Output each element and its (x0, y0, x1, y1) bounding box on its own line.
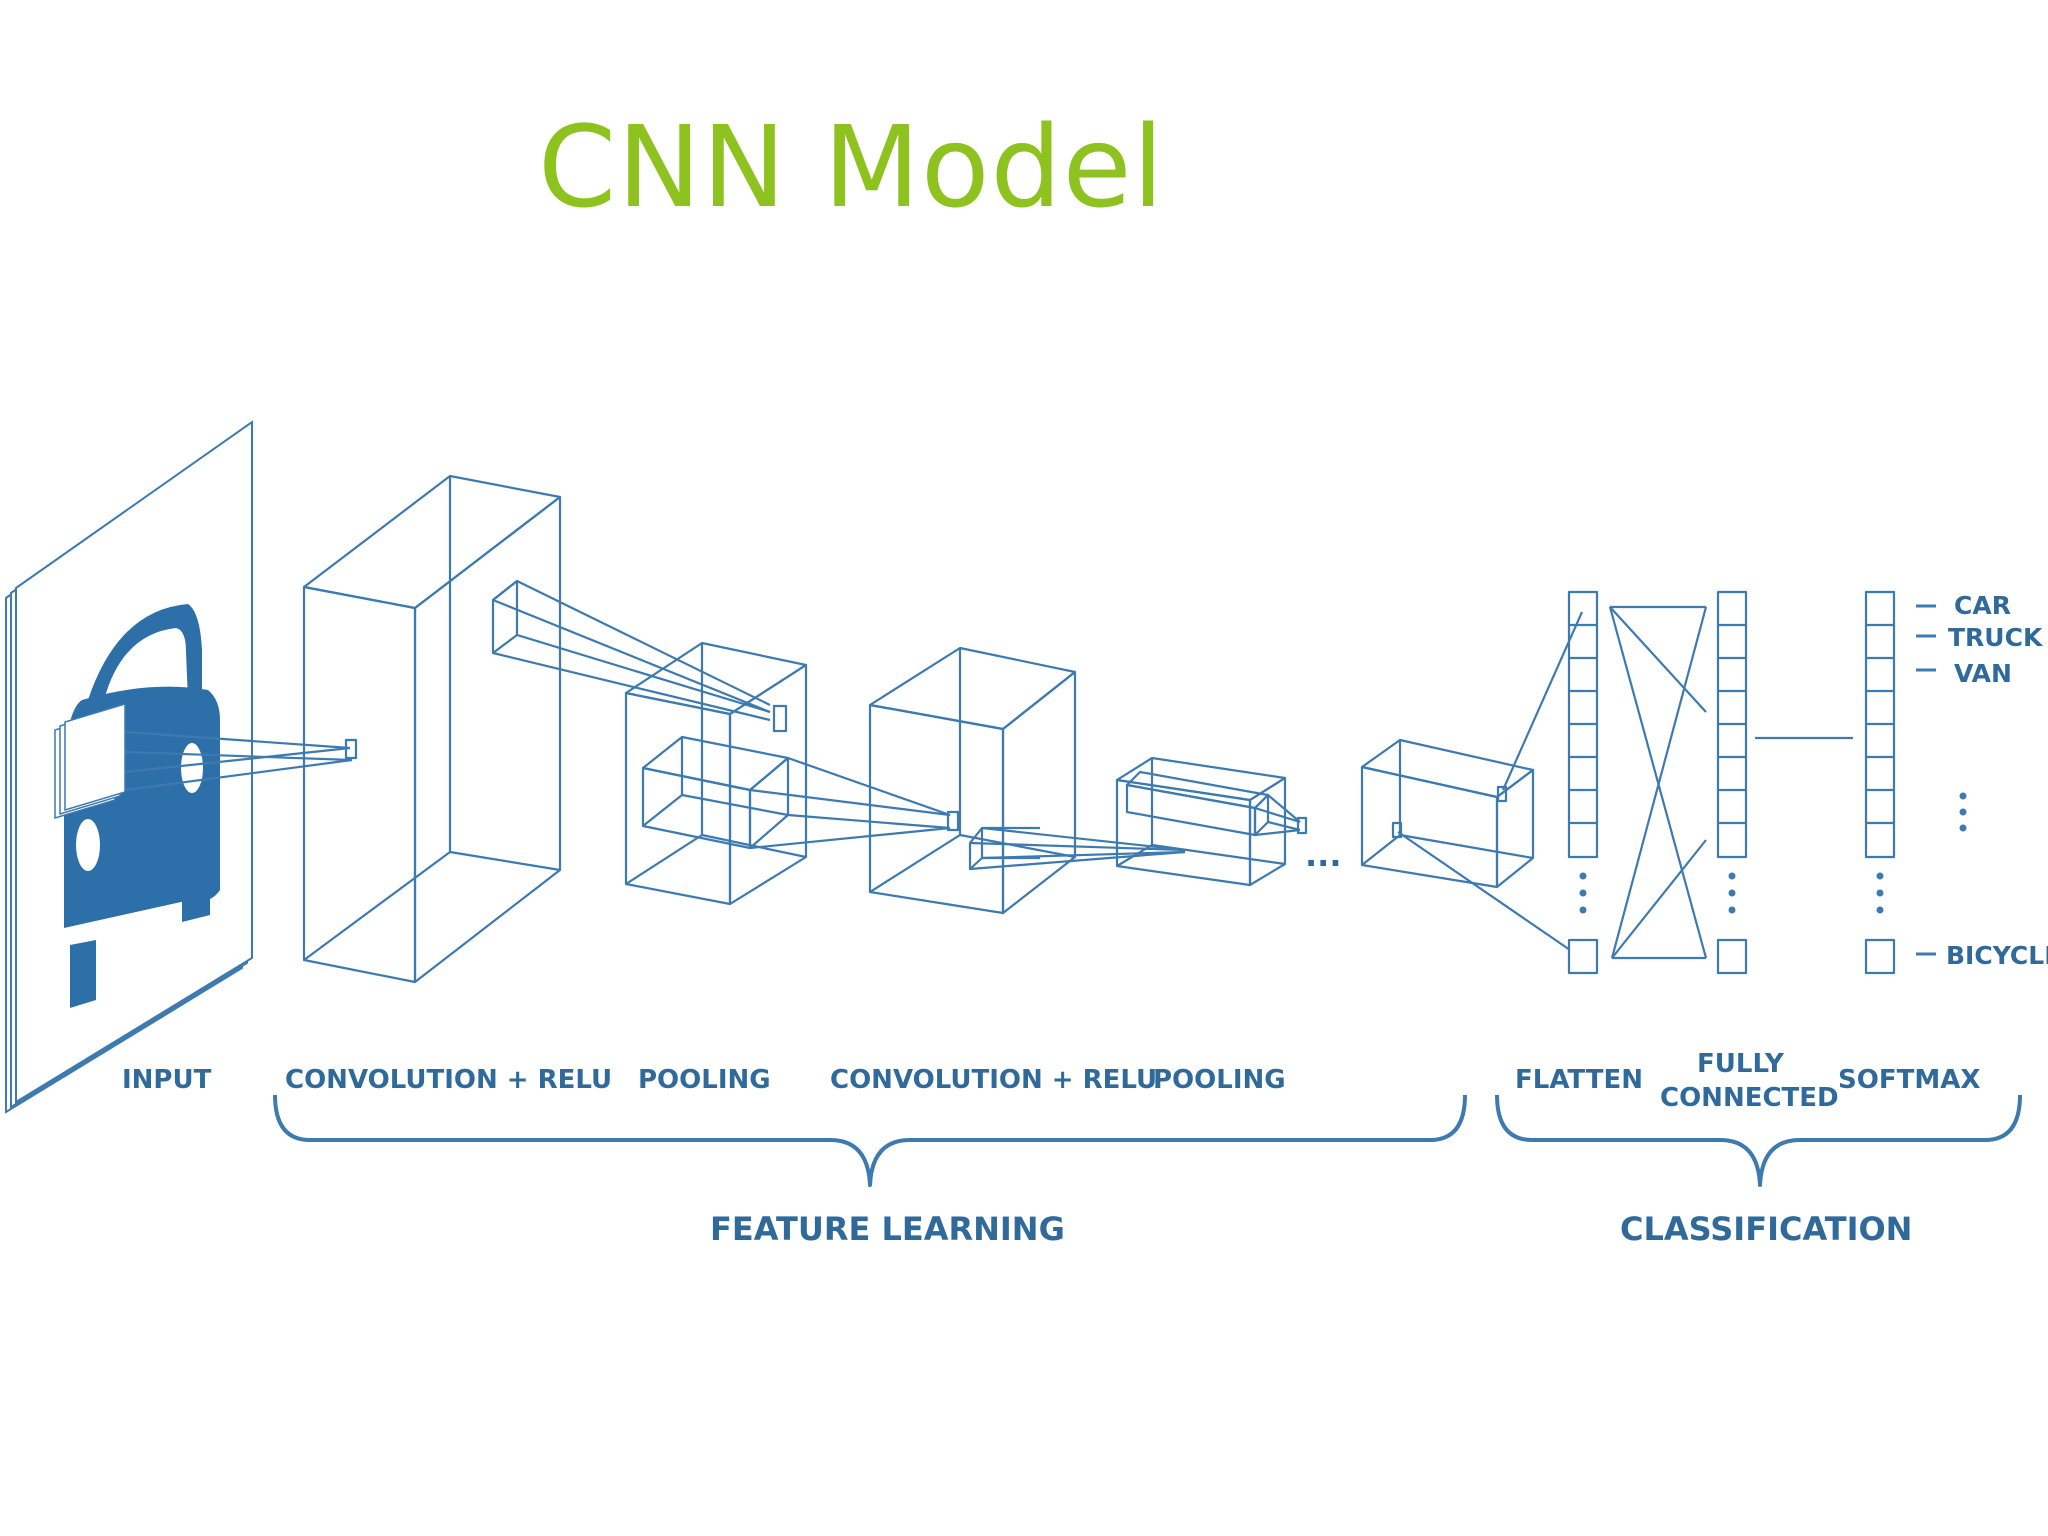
output-dashes (1916, 604, 1936, 956)
output-class-van: VAN (1954, 659, 2012, 688)
label-conv1: CONVOLUTION + RELU (285, 1065, 612, 1095)
conv1-to-pool1-pyramid (491, 579, 788, 733)
slide-title: CNN Model (538, 103, 1165, 233)
label-conv2: CONVOLUTION + RELU (830, 1065, 1157, 1095)
output-class-truck: TRUCK (1948, 623, 2044, 652)
pool2-block (1115, 756, 1308, 887)
flatten-column (1567, 590, 1599, 975)
conv1-block (302, 474, 562, 984)
pool1-block (624, 641, 808, 906)
softmax-column (1864, 590, 1896, 975)
input-to-conv1-lines (124, 730, 358, 792)
fully-connected-column (1716, 590, 1748, 975)
label-fully: FULLY (1697, 1049, 1785, 1079)
vertical-dots (1579, 792, 1967, 914)
label-softmax: SOFTMAX (1838, 1065, 1980, 1095)
fully-connected-lines (1608, 605, 1708, 960)
output-class-car: CAR (1954, 591, 2011, 620)
classification-brace (1495, 1094, 2022, 1187)
label-pool1: POOLING (638, 1065, 771, 1095)
final-feature-block (1360, 611, 1584, 951)
group-classification: CLASSIFICATION (1620, 1210, 1912, 1248)
label-connected: CONNECTED (1660, 1083, 1839, 1113)
pool1-to-conv2-pyramid (749, 756, 960, 850)
feature-learning-brace (273, 1094, 1467, 1187)
label-flatten: FLATTEN (1515, 1065, 1643, 1095)
output-class-bicycle: BICYCLE (1946, 941, 2048, 970)
label-pool2: POOLING (1153, 1065, 1286, 1095)
group-feature-learning: FEATURE LEARNING (710, 1210, 1065, 1248)
ellipsis: ... (1305, 836, 1341, 874)
conv2-block (868, 646, 1077, 915)
label-input: INPUT (122, 1065, 212, 1095)
